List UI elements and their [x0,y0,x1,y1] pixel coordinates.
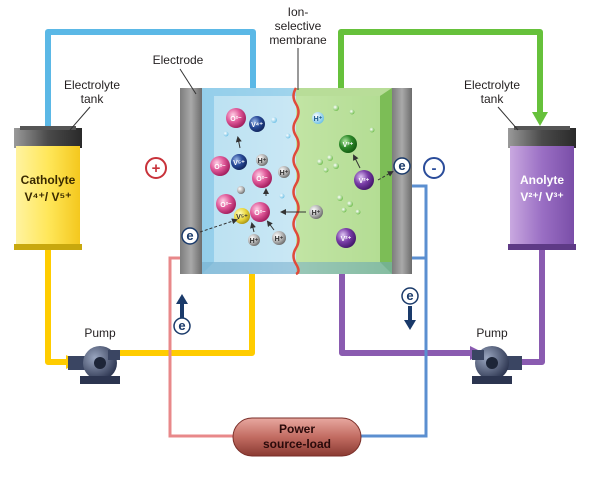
ion-o2-low1: O²⁻ [220,202,232,209]
electron-flow-right: e [401,287,419,330]
ion-h-mid: H⁺ [280,170,289,177]
ion-v-low: V⁵⁺ [236,214,248,221]
anolyte-tank: Anolyte V²⁺/ V³⁺ [508,126,576,250]
catholyte-tank: Catholyte V⁴⁺/ V⁵⁺ [14,126,82,250]
left-tank-label-line2: tank [81,92,105,106]
electrode-leader-line [179,68,197,95]
ion-o2-low2: O²⁻ [254,210,266,217]
left-tank-label-line1: Electrolyte [64,78,120,92]
top-left-pipe [45,29,256,128]
right-tank-label-line1: Electrolyte [464,78,520,92]
ion-selective-membrane [292,87,300,276]
right-tank-label-line2: tank [481,92,505,106]
membrane-label-line3: membrane [269,33,327,47]
catholyte-pipes [45,248,255,365]
left-pump-label: Pump [84,326,116,340]
electron-label-left: e [186,228,193,243]
electron-label-left-wire: e [178,318,185,333]
right-pump-label: Pump [476,326,508,340]
right-pump [472,346,522,384]
anolyte-species-label: V²⁺/ V³⁺ [520,190,563,204]
top-right-pipe-arrow [532,112,548,126]
anolyte-ions: V³⁺ V²⁺ V²⁺ [336,135,374,248]
proton-crossing: H⁺ H⁺ [280,112,324,219]
cell [180,87,412,276]
left-tank-leader-line [69,106,91,131]
minus-sign: - [432,160,437,177]
catholyte-bubbles [223,117,291,199]
ion-h-low2: H⁺ [275,236,284,243]
ion-v5-mid: V⁵⁺ [233,160,245,167]
electron-label-right-wire: e [406,288,413,303]
ion-v2-mid: V²⁺ [359,178,370,185]
top-right-pipe [338,29,543,116]
electron-right-cell: e [377,157,411,181]
ion-o2-mid1: O²⁻ [214,164,226,171]
ion-h-top: H⁺ [258,158,267,165]
ion-v2-low: V²⁺ [341,236,352,243]
ion-h-low1: H⁺ [250,238,259,245]
positive-terminal: + [145,157,167,179]
anolyte-label: Anolyte [520,173,564,187]
power-source-load: Power source-load [232,417,362,457]
membrane-label-line2: selective [275,19,322,33]
positive-electrode [180,88,202,274]
anolyte-bubbles [317,105,375,215]
catholyte-label: Catholyte [21,173,76,187]
catholyte-ions: O²⁻ V⁴⁺ O²⁻ V⁵⁺ O²⁻ H⁺ H⁺ O²⁻ V⁵⁺ O²⁻ H⁺… [210,108,290,246]
right-tank-leader-line [497,106,519,131]
left-pump [68,346,120,384]
ion-h-right-top: H⁺ [314,116,323,123]
ion-o2-mid2: O²⁻ [256,176,268,183]
negative-wire [360,256,428,438]
power-label-line2: source-load [263,437,331,451]
ion-h-cross: H⁺ [312,210,321,217]
negative-electrode [392,88,412,274]
power-label-line1: Power [279,422,315,436]
electron-left-cell: e [181,218,238,245]
ion-o2-top: O²⁻ [230,116,242,123]
catholyte-species-label: V⁴⁺/ V⁵⁺ [25,190,72,204]
ion-v4-top: V⁴⁺ [251,122,263,129]
membrane-label-line1: Ion- [288,5,309,19]
positive-wire [168,256,235,438]
plus-sign: + [152,160,161,177]
negative-terminal: - [423,157,445,179]
electron-flow-left: e [173,294,191,335]
ion-v3: V³⁺ [343,142,354,149]
electrode-label: Electrode [153,53,204,67]
electron-label-right: e [398,158,405,173]
